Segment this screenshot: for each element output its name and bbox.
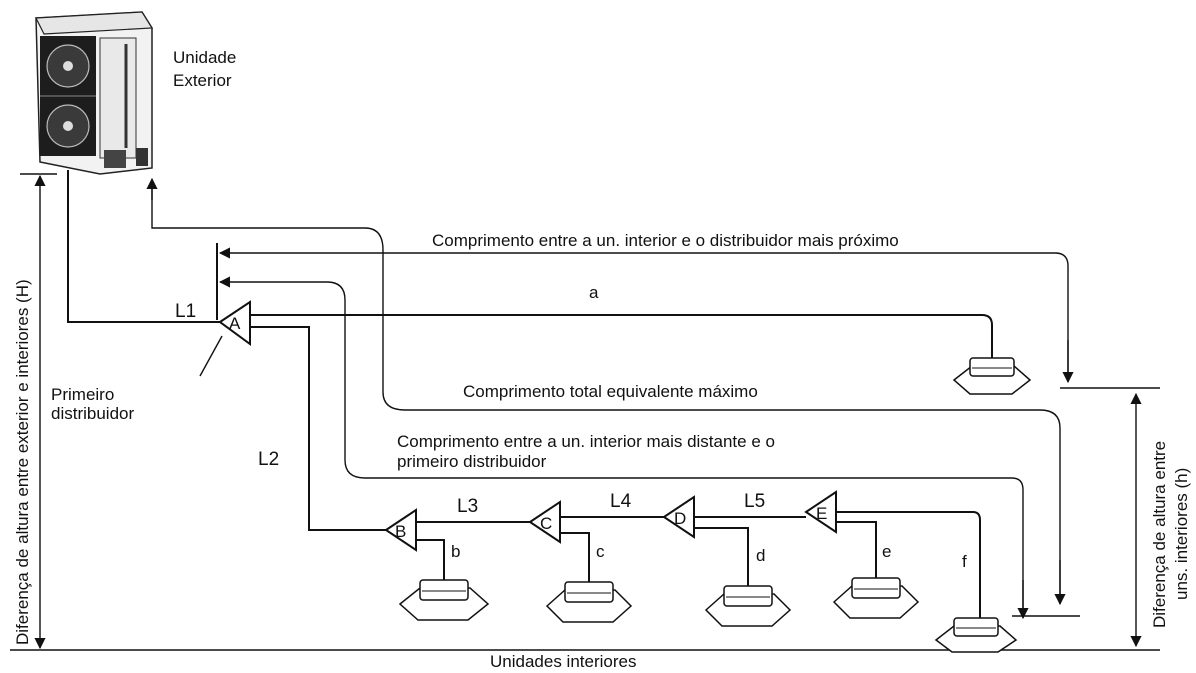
indoor-unit-a [952,357,1032,395]
pipe-b [416,539,445,580]
distributor-D: D [662,495,695,539]
pipe-f [836,511,981,620]
distributor-A: A [218,300,251,346]
pipe-e [836,521,877,578]
a-label: a [589,283,599,302]
first-distributor-label-1: Primeiro [51,385,114,404]
svg-text:B: B [395,522,406,541]
indoor-unit-b [398,579,490,621]
max-total-label: Comprimento total equivalente máximo [463,382,758,401]
height-h-label-1: Diferença de altura entre [1150,441,1169,628]
pipe-L2 [250,326,388,531]
outdoor-unit-label: Unidade [173,48,236,67]
indoor-units-label: Unidades interiores [490,652,636,671]
svg-text:D: D [674,509,686,528]
nearest-path [240,252,1069,376]
height-H-label: Diferença de altura entre exterior e int… [13,279,32,645]
outdoor-unit-label-2: Exterior [173,71,232,90]
svg-text:E: E [816,504,827,523]
nearest-label: Comprimento entre a un. interior e o dis… [432,231,899,250]
indoor-unit-d [704,585,792,627]
L2-label: L2 [258,449,279,470]
farthest-path [240,281,1024,612]
distributor-C: C [528,500,561,544]
max-total-path [151,183,1061,598]
indoor-unit-c [545,581,633,623]
b-label: b [451,542,460,561]
svg-text:A: A [229,314,241,333]
indoor-unit-f [934,617,1018,653]
e-label: e [882,542,891,561]
main-pipe [67,170,222,323]
distributor-E: E [804,490,837,534]
first-distributor-label-2: distribuidor [51,404,134,423]
farthest-label-2: primeiro distribuidor [397,452,547,471]
c-label: c [596,542,605,561]
outdoor-unit [35,11,154,175]
d-label: d [756,546,765,565]
farthest-label-1: Comprimento entre a un. interior mais di… [397,432,775,451]
pipe-d [694,527,749,588]
f-label: f [962,552,967,571]
L4-label: L4 [610,491,632,512]
indoor-unit-e [832,577,920,619]
height-h-label-2: uns. interiores (h) [1172,468,1191,600]
L5-label: L5 [744,491,765,512]
distributor-B: B [384,508,417,552]
svg-text:C: C [540,514,552,533]
pipe-a [250,314,993,358]
L3-label: L3 [457,496,478,517]
pipe-c [560,532,590,582]
first-distributor-pointer [199,335,223,377]
height-outdoor-indoor-dimension [20,173,57,650]
L1-label: L1 [175,301,196,322]
